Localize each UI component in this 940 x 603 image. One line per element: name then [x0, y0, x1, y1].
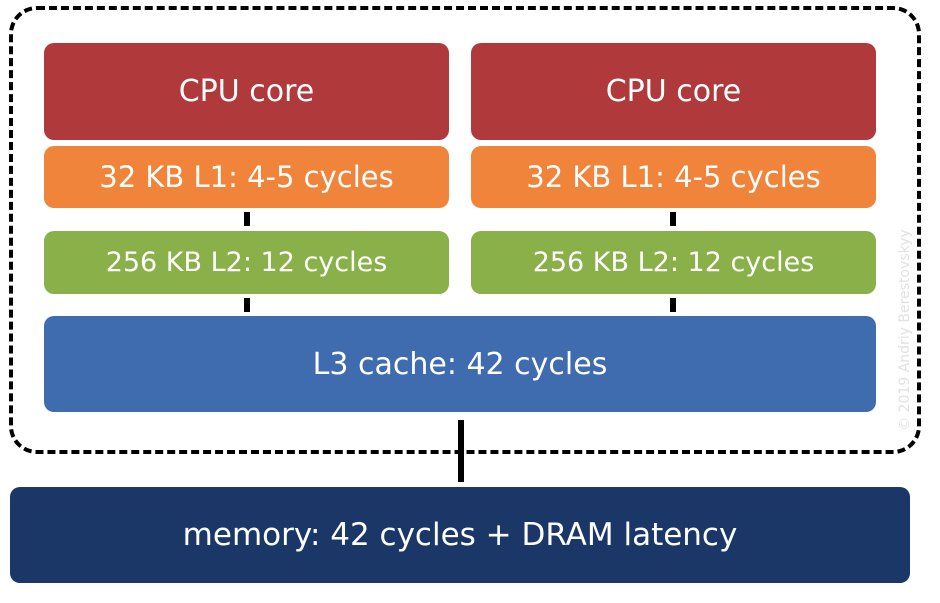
connector-l2-l3-right	[670, 298, 676, 312]
connector-l3-memory	[458, 420, 464, 482]
connector-l2-l3-left	[244, 298, 250, 312]
connector-l1-l2-left	[244, 212, 250, 226]
connector-l1-l2-right	[670, 212, 676, 226]
l1-cache-right: 32 KB L1: 4-5 cycles	[471, 146, 876, 208]
cpu-core-left: CPU core	[44, 43, 449, 140]
memory: memory: 42 cycles + DRAM latency	[10, 487, 910, 583]
l3-cache: L3 cache: 42 cycles	[44, 316, 876, 412]
watermark: © 2019 Andriy Berestovskyy	[897, 229, 913, 431]
l2-cache-right: 256 KB L2: 12 cycles	[471, 231, 876, 294]
cpu-package-boundary	[9, 6, 921, 454]
l1-cache-left: 32 KB L1: 4-5 cycles	[44, 146, 449, 208]
cpu-core-right: CPU core	[471, 43, 876, 140]
l2-cache-left: 256 KB L2: 12 cycles	[44, 231, 449, 294]
